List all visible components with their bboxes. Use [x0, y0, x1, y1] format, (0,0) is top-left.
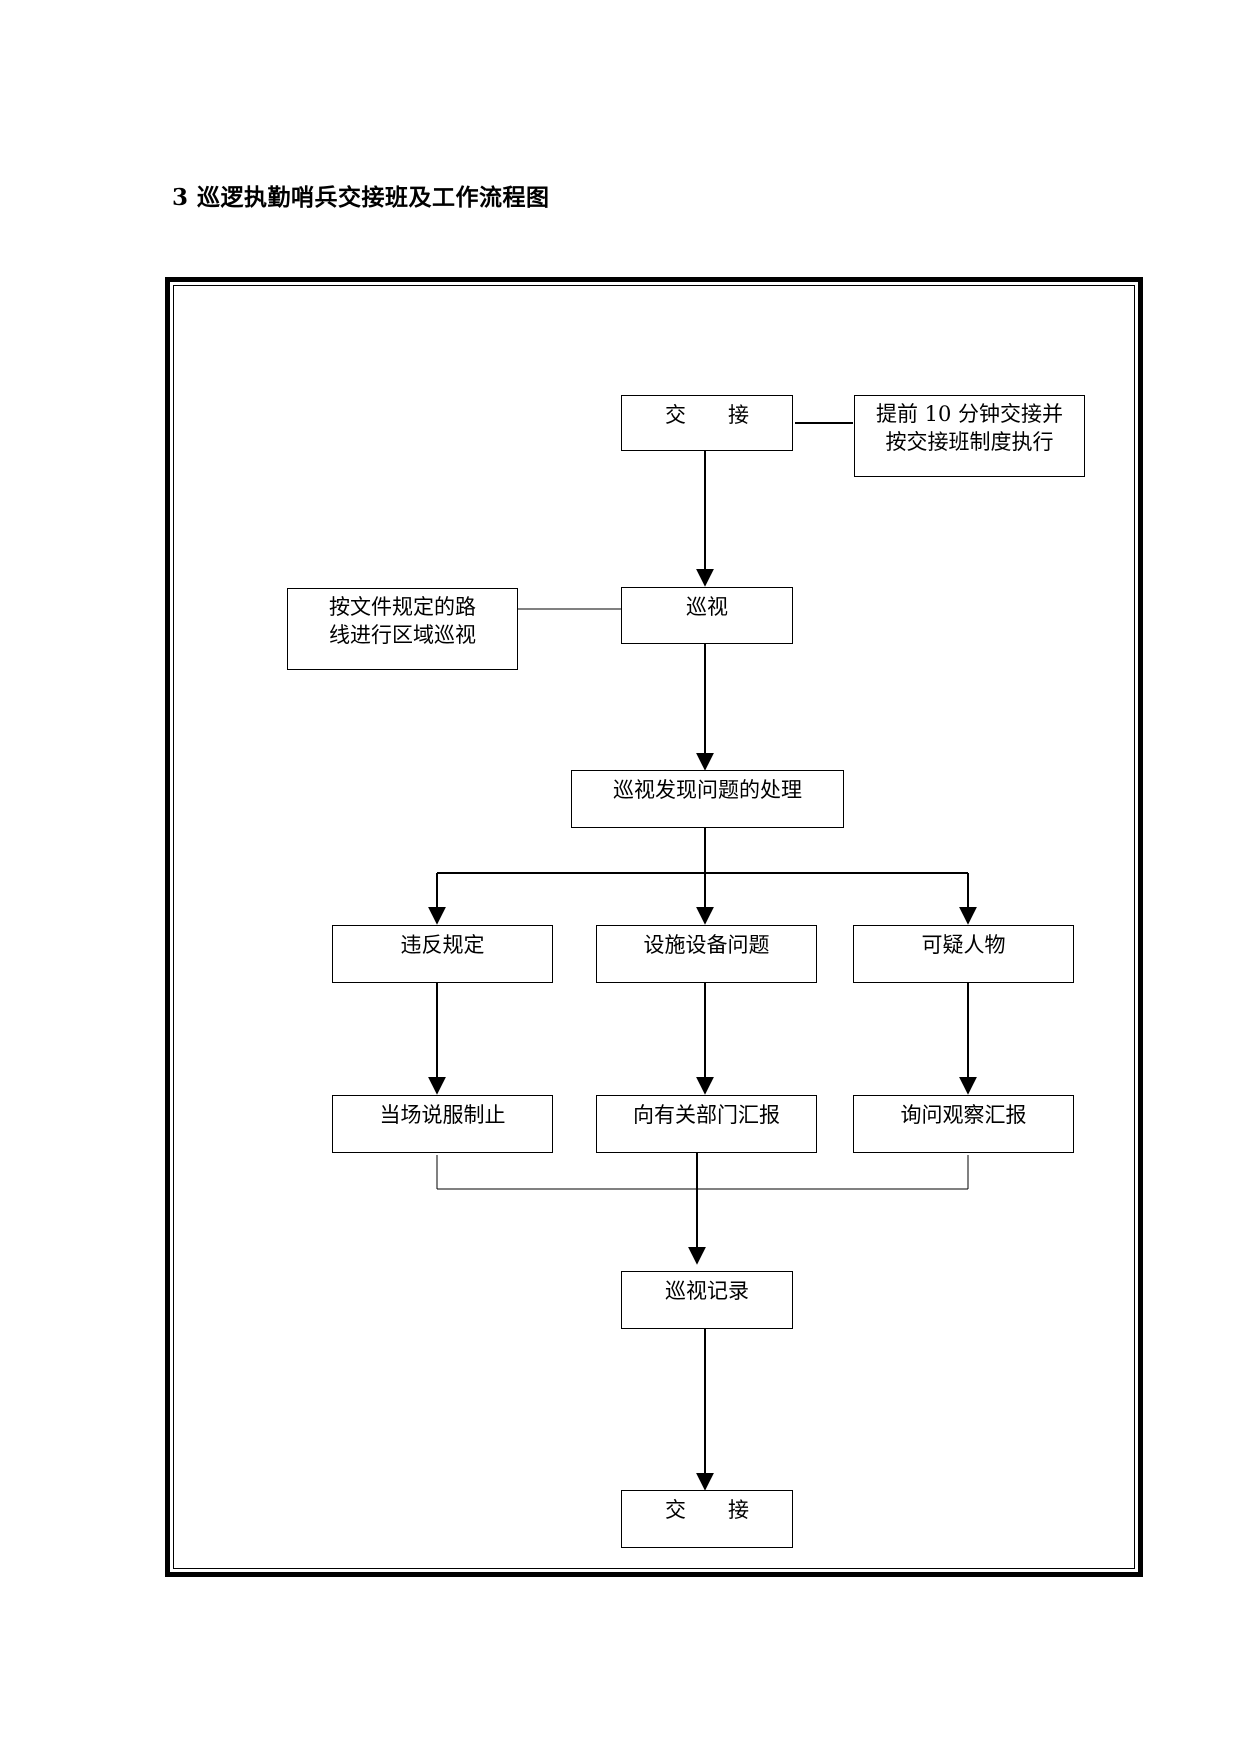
node-inquire-report: 询问观察汇报: [853, 1095, 1074, 1153]
node-issue-handling: 巡视发现问题的处理: [571, 770, 844, 828]
node-violation: 违反规定: [332, 925, 553, 983]
node-facility-issue-label: 设施设备问题: [643, 933, 770, 957]
diagram-frame-inner: [173, 285, 1135, 1569]
node-handover-bottom-label: 交 接: [665, 1498, 749, 1522]
node-inquire-report-label: 询问观察汇报: [900, 1103, 1027, 1127]
node-handover-top: 交 接: [621, 395, 793, 451]
node-handover-bottom: 交 接: [621, 1490, 793, 1548]
node-handover-top-label: 交 接: [665, 403, 749, 427]
node-patrol-label: 巡视: [686, 595, 728, 619]
node-stop-on-site: 当场说服制止: [332, 1095, 553, 1153]
node-patrol: 巡视: [621, 587, 793, 644]
node-stop-on-site-label: 当场说服制止: [379, 1103, 506, 1127]
patrol-note-line2: 线进行区域巡视: [329, 623, 476, 647]
handover-note-line1: 提前 10 分钟交接并: [875, 402, 1064, 426]
page-title: 3 巡逻执勤哨兵交接班及工作流程图: [172, 184, 550, 211]
node-handover-note: 提前 10 分钟交接并 按交接班制度执行: [854, 395, 1085, 477]
node-issue-handling-label: 巡视发现问题的处理: [613, 778, 802, 802]
node-report-department-label: 向有关部门汇报: [633, 1103, 780, 1127]
node-suspicious-person-label: 可疑人物: [921, 933, 1006, 957]
node-patrol-record-label: 巡视记录: [665, 1279, 749, 1303]
patrol-note-line1: 按文件规定的路: [329, 595, 476, 619]
diagram-frame-outer: [165, 277, 1143, 1577]
node-report-department: 向有关部门汇报: [596, 1095, 817, 1153]
node-suspicious-person: 可疑人物: [853, 925, 1074, 983]
node-patrol-record: 巡视记录: [621, 1271, 793, 1329]
handover-note-line2: 按交接班制度执行: [885, 430, 1054, 454]
node-facility-issue: 设施设备问题: [596, 925, 817, 983]
node-violation-label: 违反规定: [400, 933, 485, 957]
node-patrol-note: 按文件规定的路 线进行区域巡视: [287, 588, 518, 670]
